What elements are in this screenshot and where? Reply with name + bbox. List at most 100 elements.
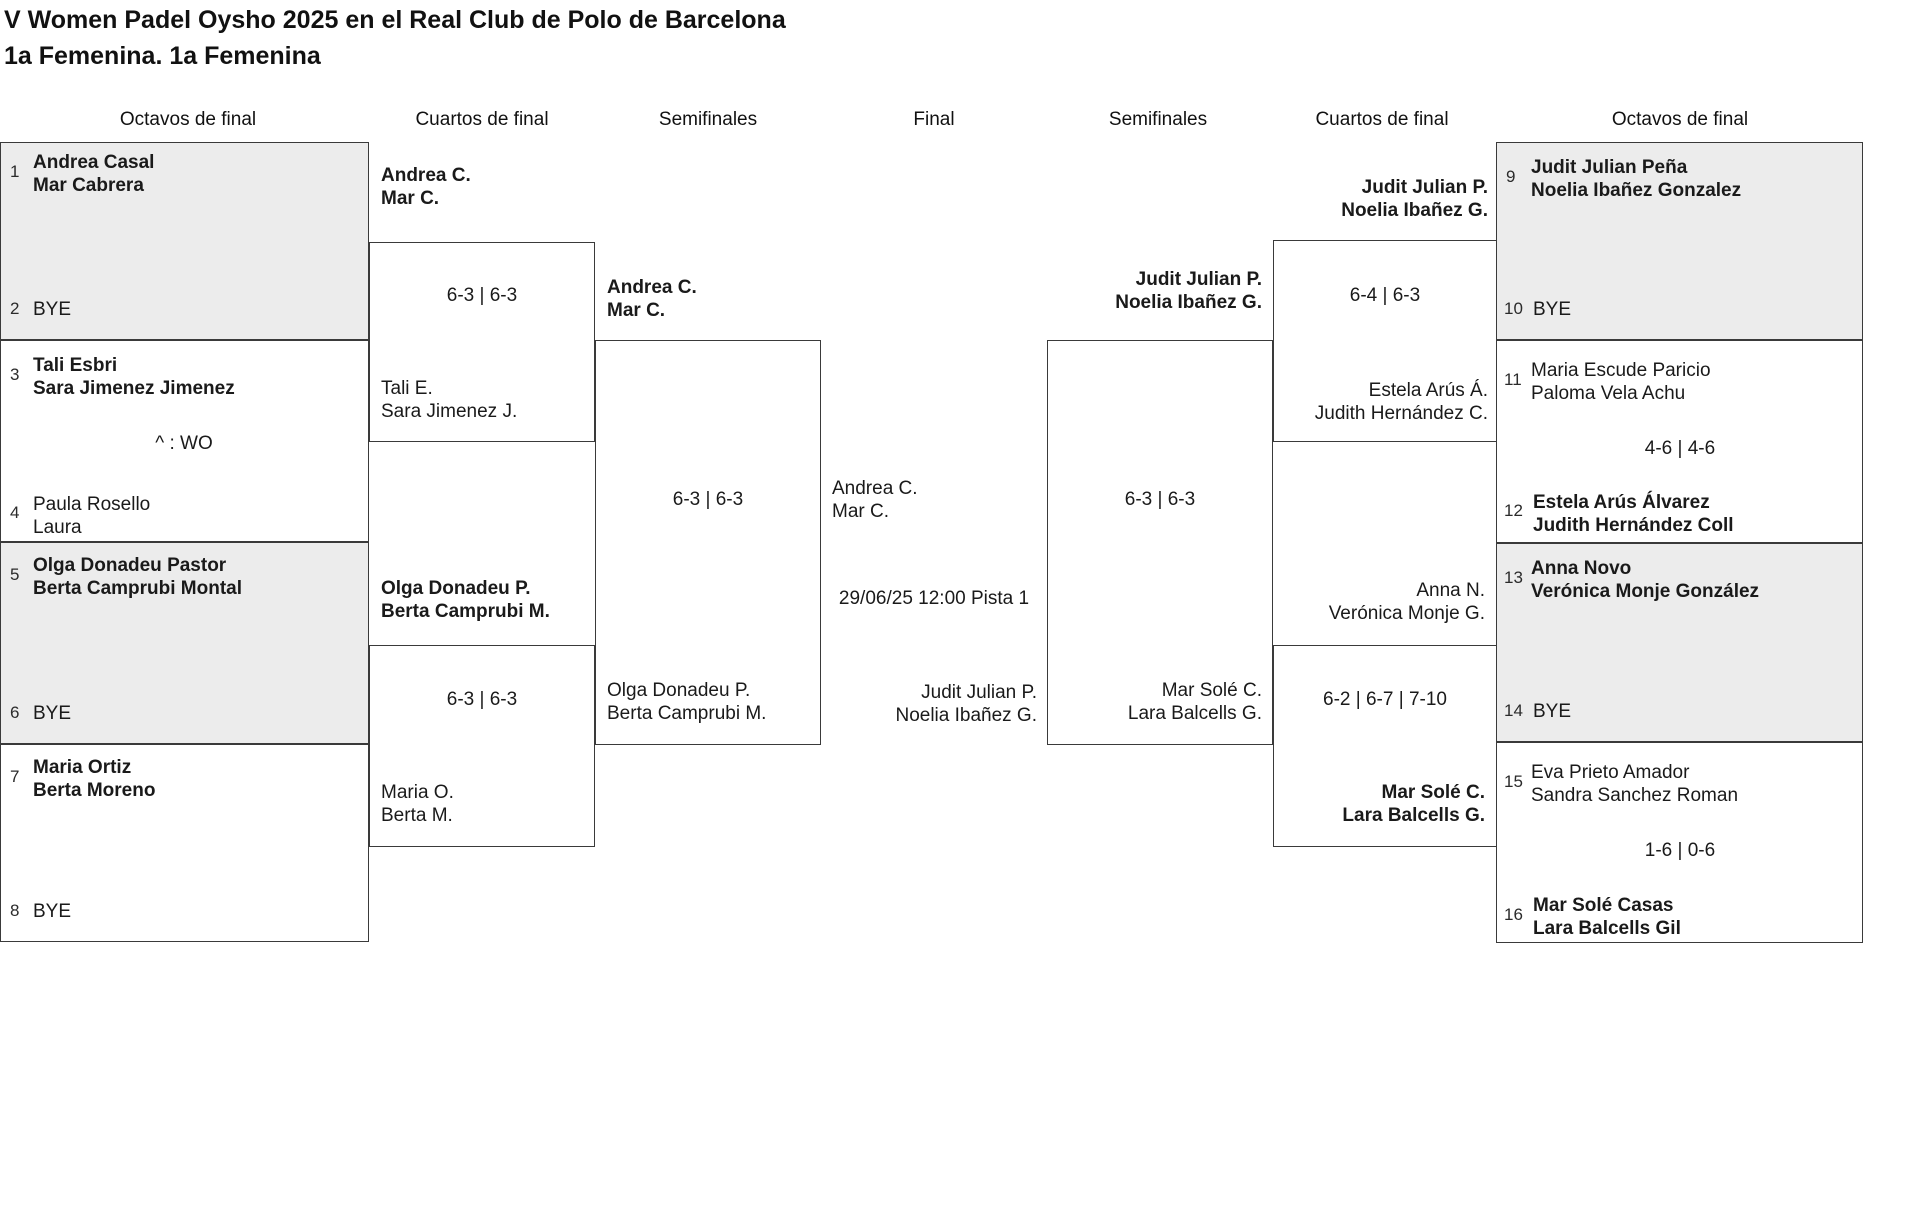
match-score: 4-6 | 4-6 (1644, 438, 1716, 459)
match-box-qf-left-2 (369, 645, 595, 847)
walkover-note: ^ : WO (155, 433, 213, 454)
team-name: Eva Prieto Amador (1531, 762, 1690, 783)
team-name: Judit Julian Peña (1531, 157, 1688, 178)
round-header-cuartos-right: Cuartos de final (1315, 109, 1449, 130)
match-box-r16-6 (1496, 340, 1863, 543)
team-name: Sara Jimenez Jimenez (33, 378, 235, 399)
team-name: Verónica Monje G. (1328, 603, 1485, 624)
team-name: Paula Rosello (33, 494, 151, 515)
team-name: Mar Cabrera (33, 175, 144, 196)
team-name: Noelia Ibañez G. (1115, 292, 1262, 313)
page-subtitle: 1a Femenina. 1a Femenina (4, 42, 321, 70)
bye-label: BYE (33, 703, 72, 724)
seed-number: 9 (1506, 167, 1516, 186)
seed-number: 2 (10, 299, 20, 318)
match-box-sf-right (1047, 340, 1273, 745)
match-box-r16-1 (0, 142, 369, 340)
team-name: Estela Arús Álvarez (1533, 492, 1710, 513)
seed-number: 5 (10, 565, 20, 584)
team-name: Lara Balcells G. (1342, 805, 1485, 826)
team-name: Maria Escude Paricio (1531, 360, 1711, 381)
match-box-r16-8 (1496, 742, 1863, 943)
team-name: Mar Solé Casas (1533, 895, 1674, 916)
team-name: Andrea C. (381, 165, 471, 186)
seed-number: 12 (1504, 501, 1523, 520)
team-name: Mar Solé C. (1161, 680, 1262, 701)
seed-number: 6 (10, 703, 20, 722)
team-name: Laura (33, 517, 82, 538)
team-name: Judith Hernández C. (1314, 403, 1488, 424)
team-name: Tali Esbri (33, 355, 118, 376)
team-name: Noelia Ibañez G. (895, 705, 1037, 726)
seed-number: 3 (10, 365, 20, 384)
match-box-r16-4 (0, 744, 369, 942)
seed-number: 7 (10, 767, 20, 786)
match-score: 1-6 | 0-6 (1644, 840, 1716, 861)
match-score: 6-3 | 6-3 (446, 689, 518, 710)
team-name: Maria O. (381, 782, 454, 803)
team-name: Olga Donadeu Pastor (33, 555, 227, 576)
team-name: Mar Solé C. (1381, 782, 1485, 803)
team-name: Olga Donadeu P. (381, 578, 531, 599)
match-box-r16-2 (0, 340, 369, 542)
team-name: Tali E. (381, 378, 433, 399)
seed-number: 8 (10, 901, 20, 920)
seed-number: 13 (1504, 568, 1523, 587)
team-name: Sara Jimenez J. (381, 401, 518, 422)
team-name: Anna N. (1416, 580, 1485, 601)
team-name: Mar C. (607, 300, 666, 321)
team-name: Berta M. (381, 805, 453, 826)
match-box-qf-right-2 (1273, 645, 1497, 847)
team-name: Lara Balcells Gil (1533, 918, 1681, 939)
seed-number: 16 (1504, 905, 1523, 924)
team-name: Olga Donadeu P. (607, 680, 751, 701)
match-box-r16-5 (1496, 142, 1863, 340)
match-score: 6-4 | 6-3 (1349, 285, 1421, 306)
bye-label: BYE (33, 299, 72, 320)
seed-number: 11 (1504, 370, 1522, 389)
match-box-sf-left (595, 340, 821, 745)
final-schedule: 29/06/25 12:00 Pista 1 (838, 588, 1030, 609)
seed-number: 14 (1504, 701, 1523, 720)
round-header-semis-right: Semifinales (1108, 109, 1208, 130)
match-box-qf-left-1 (369, 242, 595, 442)
round-header-octavos-right: Octavos de final (1611, 109, 1749, 130)
round-header-final: Final (913, 109, 955, 130)
seed-number: 1 (10, 162, 20, 181)
round-header-cuartos-left: Cuartos de final (415, 109, 549, 130)
match-score: 6-2 | 6-7 | 7-10 (1323, 689, 1447, 710)
team-name: Andrea Casal (33, 152, 155, 173)
bye-label: BYE (1533, 701, 1572, 722)
team-name: Maria Ortiz (33, 757, 132, 778)
bye-label: BYE (1533, 299, 1572, 320)
team-name: Judit Julian P. (1135, 269, 1262, 290)
seed-number: 10 (1504, 299, 1523, 318)
seed-number: 15 (1504, 772, 1523, 791)
team-name: Berta Camprubi M. (381, 601, 550, 622)
team-name: Paloma Vela Achu (1531, 383, 1686, 404)
match-box-r16-7 (1496, 543, 1863, 742)
team-name: Judit Julian P. (1361, 177, 1488, 198)
team-name: Noelia Ibañez G. (1341, 200, 1488, 221)
team-name: Sandra Sanchez Roman (1531, 785, 1739, 806)
team-name: Noelia Ibañez Gonzalez (1531, 180, 1742, 201)
page-title: V Women Padel Oysho 2025 en el Real Club… (4, 6, 786, 34)
round-header-semis-left: Semifinales (658, 109, 758, 130)
team-name: Berta Camprubi Montal (33, 578, 243, 599)
team-name: Berta Camprubi M. (607, 703, 767, 724)
seed-number: 4 (10, 503, 20, 522)
round-header-octavos-left: Octavos de final (119, 109, 257, 130)
team-name: Andrea C. (832, 478, 918, 499)
match-score: 6-3 | 6-3 (1124, 489, 1196, 510)
match-box-qf-right-1 (1273, 240, 1497, 442)
team-name: Judit Julian P. (921, 682, 1037, 703)
team-name: Anna Novo (1531, 558, 1632, 579)
team-name: Judith Hernández Coll (1533, 515, 1734, 536)
team-name: Andrea C. (607, 277, 697, 298)
team-name: Mar C. (381, 188, 440, 209)
team-name: Berta Moreno (33, 780, 156, 801)
match-score: 6-3 | 6-3 (446, 285, 518, 306)
team-name: Verónica Monje González (1531, 581, 1760, 602)
match-box-r16-3 (0, 542, 369, 744)
